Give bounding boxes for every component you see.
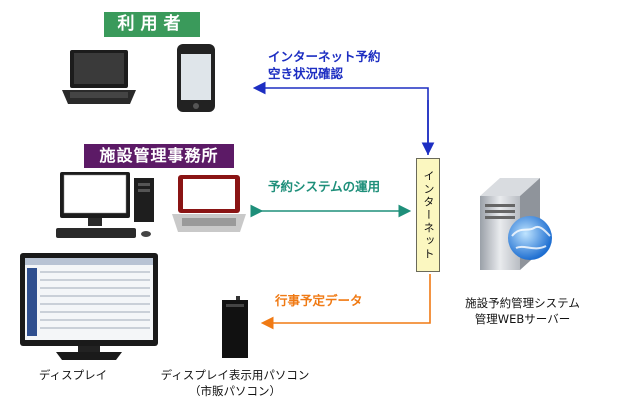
facility-desktop [56, 172, 154, 238]
facility-netbook [172, 175, 246, 232]
display-pc-caption: ディスプレイ表示用パソコン （市販パソコン） [150, 367, 320, 399]
server-icon [480, 178, 552, 270]
users-badge: 利用者 [104, 12, 200, 37]
user-flow-line1: インターネット予約 [268, 49, 381, 64]
internet-box: インターネット [416, 158, 440, 272]
user-flow-line2: 空き状況確認 [268, 66, 344, 81]
display-pc-caption-line2: （市販パソコン） [189, 384, 281, 398]
schedule-flow-label: 行事予定データ [275, 293, 363, 308]
user-flow-label: インターネット予約 空き状況確認 [268, 48, 381, 82]
schedule-flow-arrow [260, 274, 431, 330]
server-caption: 施設予約管理システム 管理WEBサーバー [440, 295, 605, 327]
server-caption-line1: 施設予約管理システム [465, 296, 580, 310]
display-caption: ディスプレイ [38, 368, 108, 382]
display-pc-caption-line1: ディスプレイ表示用パソコン [160, 368, 310, 382]
display-pc-tower [222, 296, 248, 358]
server-caption-line2: 管理WEBサーバー [474, 312, 571, 326]
user-flow-arrow [252, 81, 435, 156]
user-smartphone [177, 44, 215, 112]
facility-flow-label: 予約システムの運用 [268, 179, 381, 194]
user-laptop [62, 50, 136, 104]
facility-badge: 施設管理事務所 [84, 144, 234, 168]
display-monitor [20, 253, 158, 360]
